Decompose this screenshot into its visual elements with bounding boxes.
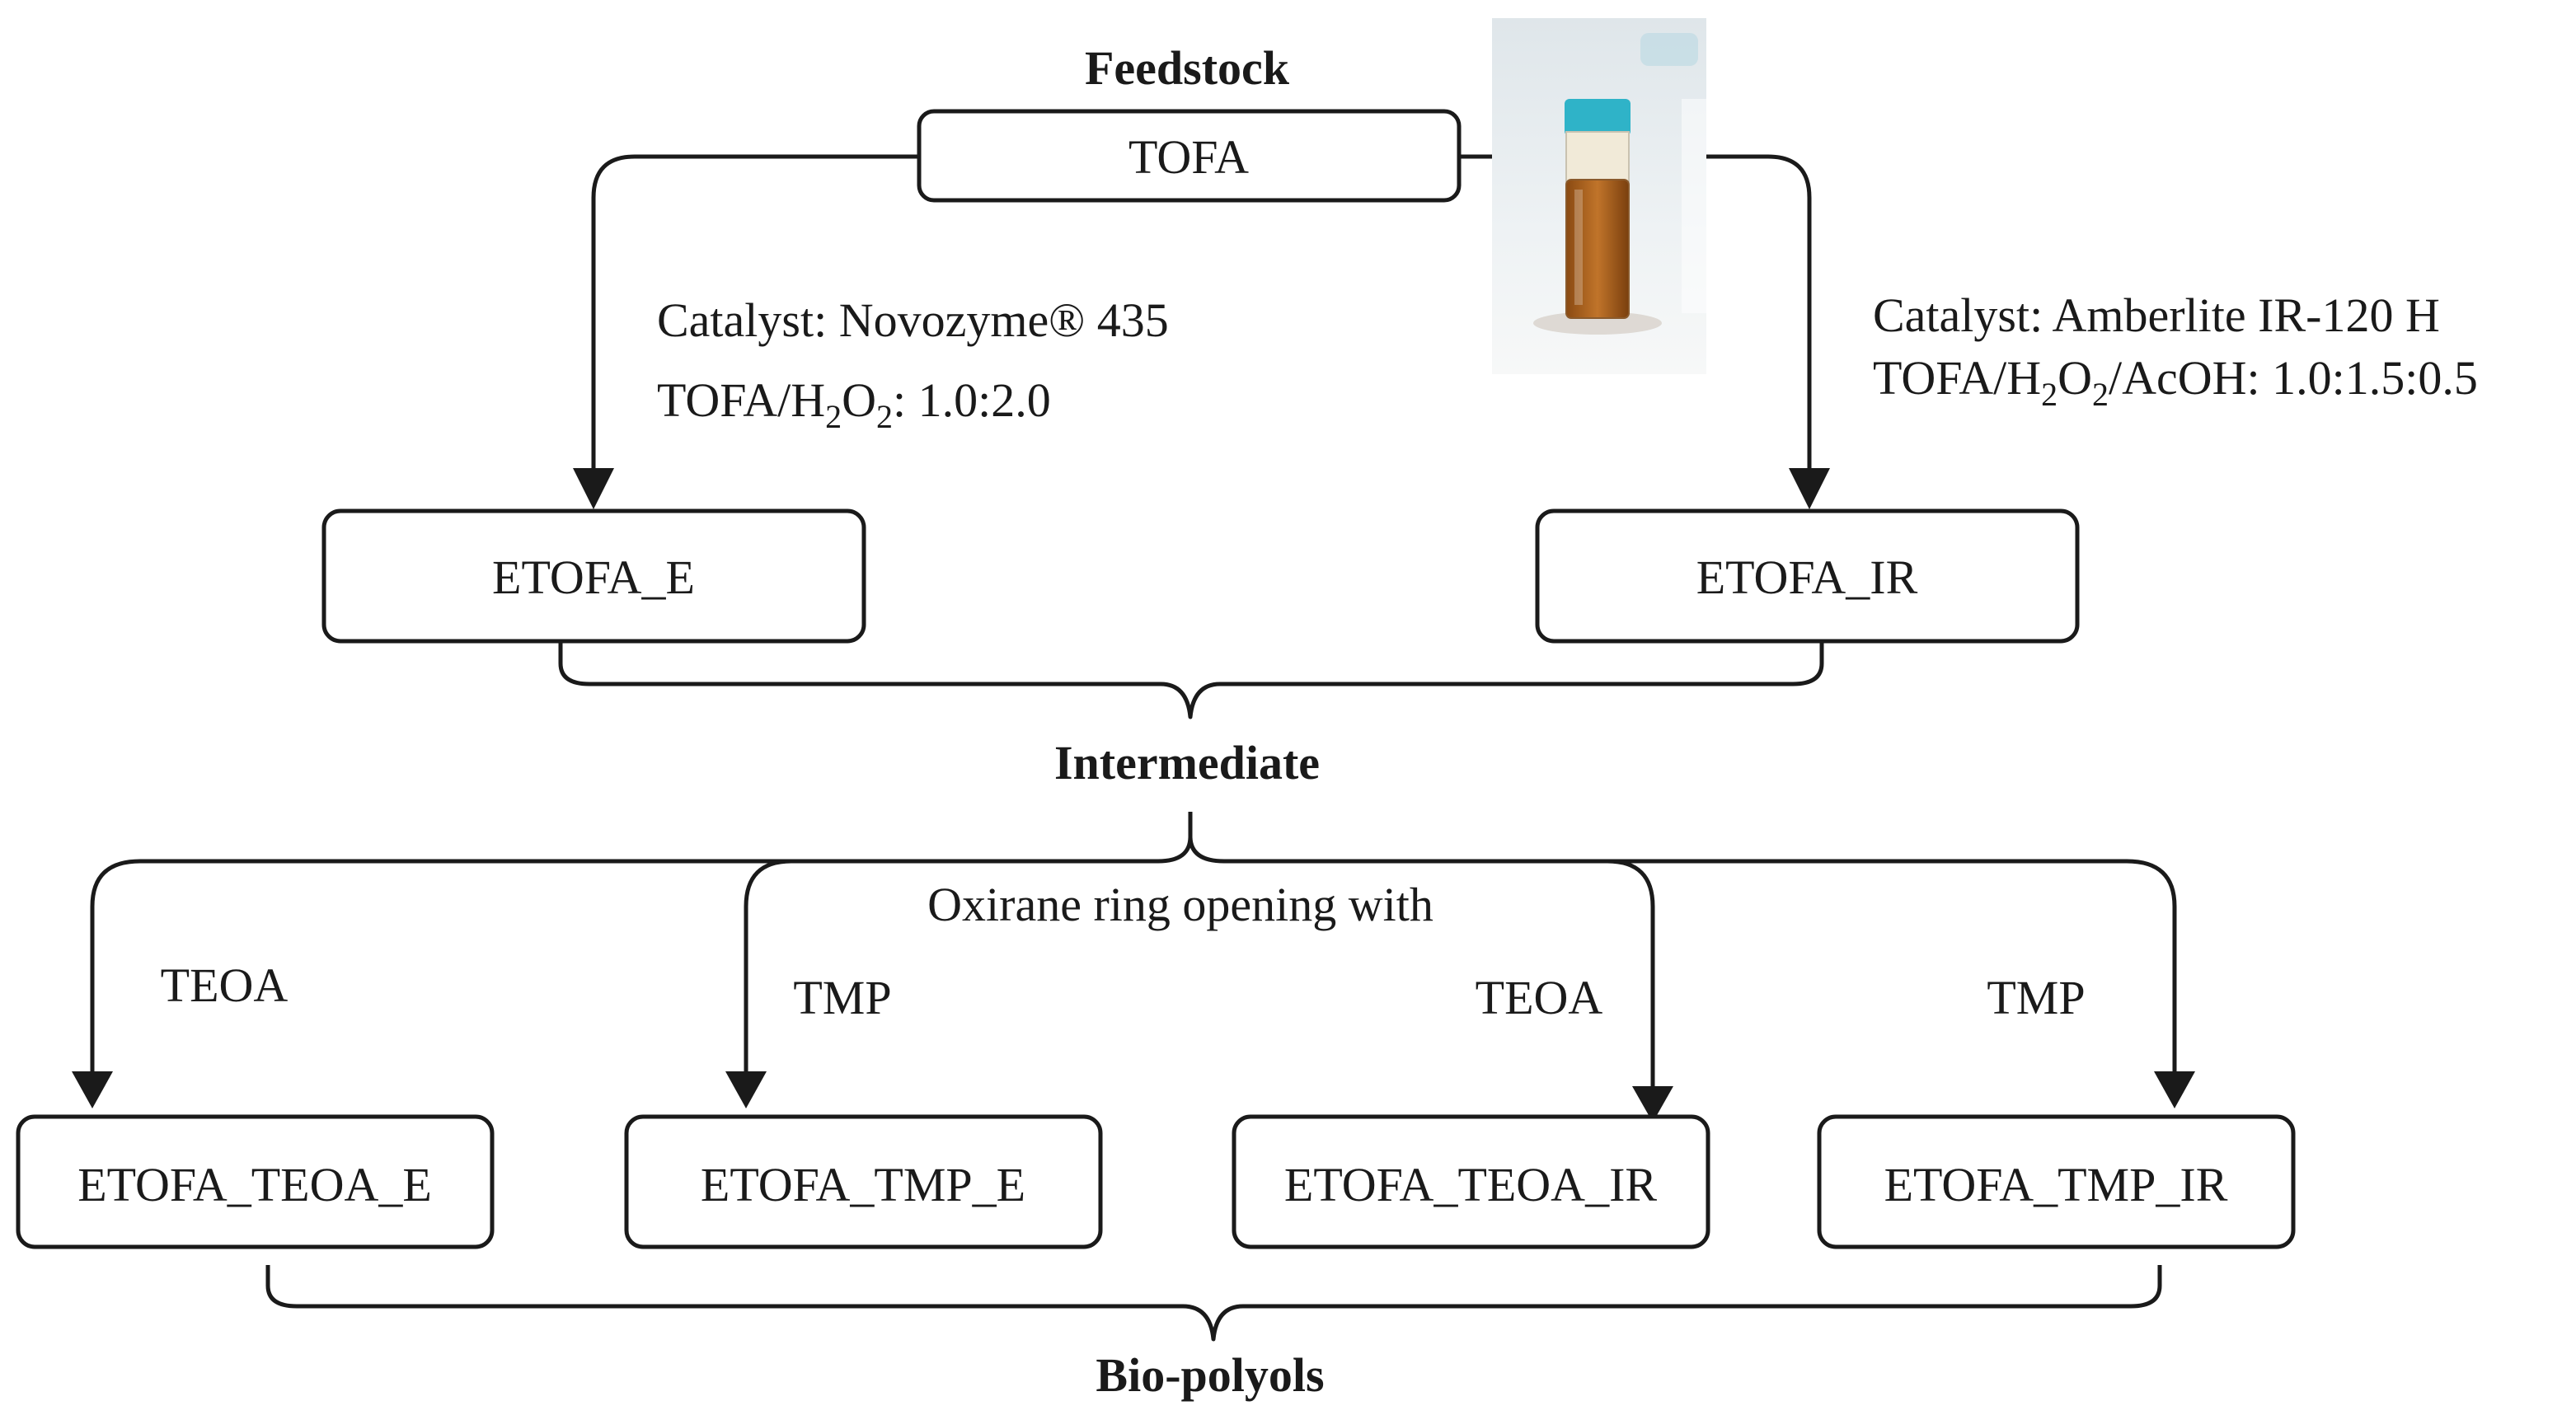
node-etofa-ir: ETOFA_IR [1535, 508, 2080, 644]
reagent-teoa-ir: TEOA [1476, 971, 1603, 1024]
node-tofa-label: TOFA [1128, 130, 1249, 184]
node-etofa-teoa-ir-label: ETOFA_TEOA_IR [1284, 1158, 1657, 1211]
arrowhead-to-etofa-e [573, 468, 614, 509]
node-etofa-tmp-e-label: ETOFA_TMP_E [701, 1158, 1025, 1211]
stage-label-biopolyols: Bio-polyols [1096, 1348, 1324, 1402]
node-etofa-tmp-e: ETOFA_TMP_E [624, 1114, 1103, 1249]
arrowhead-to-etofa-tmp-e [725, 1071, 767, 1108]
node-etofa-teoa-e-label: ETOFA_TEOA_E [77, 1158, 432, 1211]
right-catalyst-label: Catalyst: Amberlite IR-120 H [1873, 288, 2440, 342]
brace-biopolyols [265, 1265, 2162, 1342]
arrowhead-to-etofa-ir [1789, 468, 1830, 509]
arrowhead-to-etofa-teoa-e [72, 1071, 113, 1108]
node-tofa: TOFA [917, 109, 1462, 203]
connector-photo-right [1706, 154, 1812, 474]
left-ratio-label: TOFA/H2O2: 1.0:2.0 [657, 373, 1051, 435]
sample-vial-photo [1492, 18, 1706, 374]
reagent-tmp-ir: TMP [1987, 971, 2085, 1024]
stage-label-feedstock: Feedstock [1085, 41, 1290, 95]
node-etofa-tmp-ir-label: ETOFA_TMP_IR [1884, 1158, 2228, 1211]
brace-intermediate [558, 643, 1824, 719]
node-etofa-e-label: ETOFA_E [492, 551, 695, 604]
connector-tofa-left [591, 154, 919, 474]
connector-split-tmp-e [744, 859, 792, 1080]
arrowhead-to-etofa-tmp-ir [2154, 1071, 2195, 1108]
stage-label-intermediate: Intermediate [1054, 736, 1320, 789]
right-ratio-label: TOFA/H2O2/AcOH: 1.0:1.5:0.5 [1873, 351, 2478, 413]
arrowhead-to-etofa-teoa-ir [1632, 1086, 1673, 1122]
connector-split-teoa-e [90, 812, 1193, 1080]
node-etofa-ir-label: ETOFA_IR [1696, 551, 1918, 604]
node-etofa-tmp-ir: ETOFA_TMP_IR [1817, 1114, 2296, 1249]
left-catalyst-label: Catalyst: Novozyme® 435 [657, 293, 1169, 347]
connector-split-teoa-ir [1188, 836, 1655, 1086]
reagent-teoa-e: TEOA [161, 958, 289, 1012]
connector-split-tmp-ir [1607, 859, 2177, 1080]
ring-opening-title: Oxirane ring opening with [927, 878, 1433, 931]
reagent-tmp-e: TMP [793, 971, 891, 1024]
node-etofa-e: ETOFA_E [321, 508, 866, 644]
vial-cap-icon [1565, 99, 1631, 136]
node-etofa-teoa-e: ETOFA_TEOA_E [16, 1114, 495, 1249]
node-etofa-teoa-ir: ETOFA_TEOA_IR [1232, 1114, 1710, 1249]
